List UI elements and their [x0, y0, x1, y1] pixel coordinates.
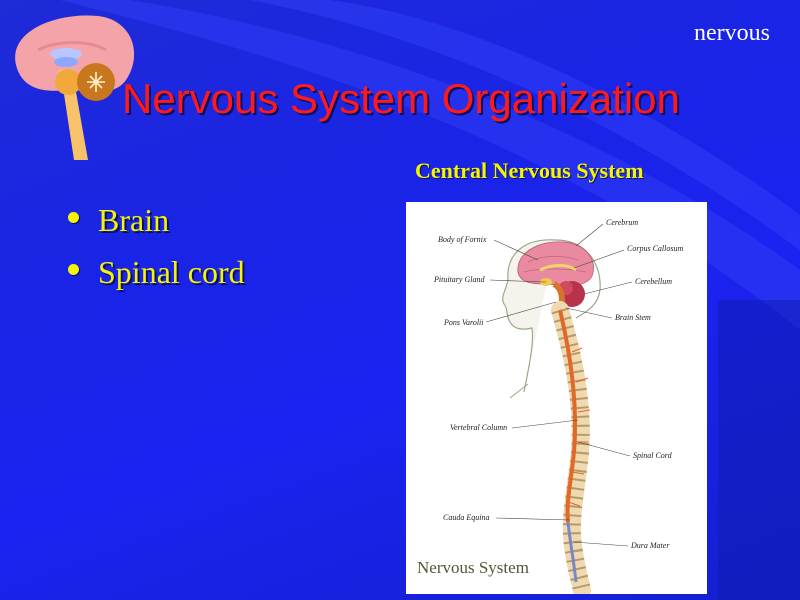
label-dura-mater: Dura Mater	[631, 541, 670, 550]
label-brain-stem: Brain Stem	[615, 313, 651, 322]
bullet-item: Spinal cord	[68, 250, 245, 302]
label-vertebral-column: Vertebral Column	[450, 423, 508, 432]
label-body-of-fornix: Body of Fornix	[438, 235, 487, 244]
bullet-dot-icon	[68, 264, 79, 275]
label-cerebellum: Cerebellum	[635, 277, 673, 286]
label-pons-varolii: Pons Varolii	[444, 318, 484, 327]
bullet-item: Brain	[68, 198, 245, 250]
bullet-text: Spinal cord	[98, 254, 245, 290]
figure-caption: Nervous System	[417, 558, 529, 577]
nervous-system-figure: Cerebrum Body of Fornix Corpus Callosum …	[406, 202, 707, 594]
bullet-list: Brain Spinal cord	[68, 198, 245, 302]
figure-heading: Central Nervous System	[415, 158, 644, 183]
bullet-dot-icon	[68, 212, 79, 223]
label-corpus-callosum: Corpus Callosum	[627, 244, 684, 253]
label-spinal-cord: Spinal Cord	[633, 451, 672, 460]
label-cerebrum: Cerebrum	[606, 218, 639, 227]
slide-title: Nervous System Organization	[122, 75, 680, 122]
bullet-text: Brain	[98, 202, 170, 238]
label-cauda-equina: Cauda Equina	[443, 513, 490, 522]
corner-label: nervous	[694, 20, 770, 46]
nervous-system-illustration	[485, 223, 633, 594]
brain-sagittal-icon	[15, 15, 135, 160]
label-pituitary-gland: Pituitary Gland	[434, 275, 485, 284]
